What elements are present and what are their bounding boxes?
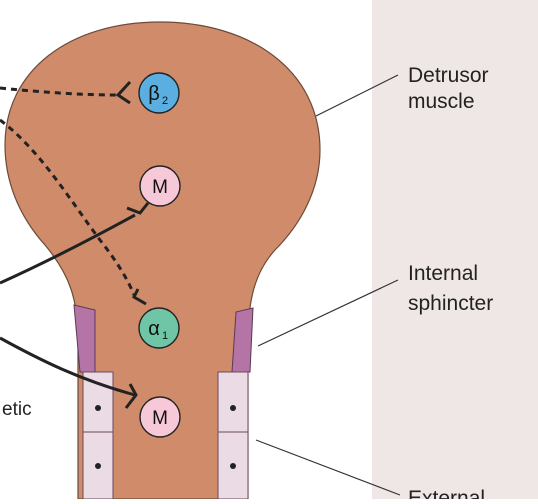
receptor-alpha1-symbol: α [148,318,160,340]
label-sympathetic-fragment: etic [2,399,32,420]
label-internal-sphincter-line1: Internal [408,262,478,285]
external-sphincter-right-upper [218,372,248,432]
receptor-beta2-symbol: β [148,83,160,105]
label-detrusor-line1: Detrusor [408,64,489,87]
label-external: External [408,487,485,499]
label-detrusor-line2: muscle [408,90,475,113]
internal-sphincter-right [232,308,253,372]
receptor-m-lower-symbol: M [152,408,168,429]
receptor-m-lower: M [140,397,180,437]
receptor-beta2: β 2 [139,73,179,113]
receptor-alpha1-subscript: 1 [162,330,168,342]
receptor-alpha1: α 1 [139,308,179,348]
sphincter-dot [230,405,236,411]
sphincter-dot [95,405,101,411]
sphincter-dot [95,463,101,469]
internal-sphincter-left [74,305,95,372]
sphincter-dot [230,463,236,469]
receptor-beta2-subscript: 2 [162,95,168,107]
receptor-m-upper: M [140,166,180,206]
receptor-m-upper-symbol: M [152,177,168,198]
label-internal-sphincter-line2: sphincter [408,292,493,315]
